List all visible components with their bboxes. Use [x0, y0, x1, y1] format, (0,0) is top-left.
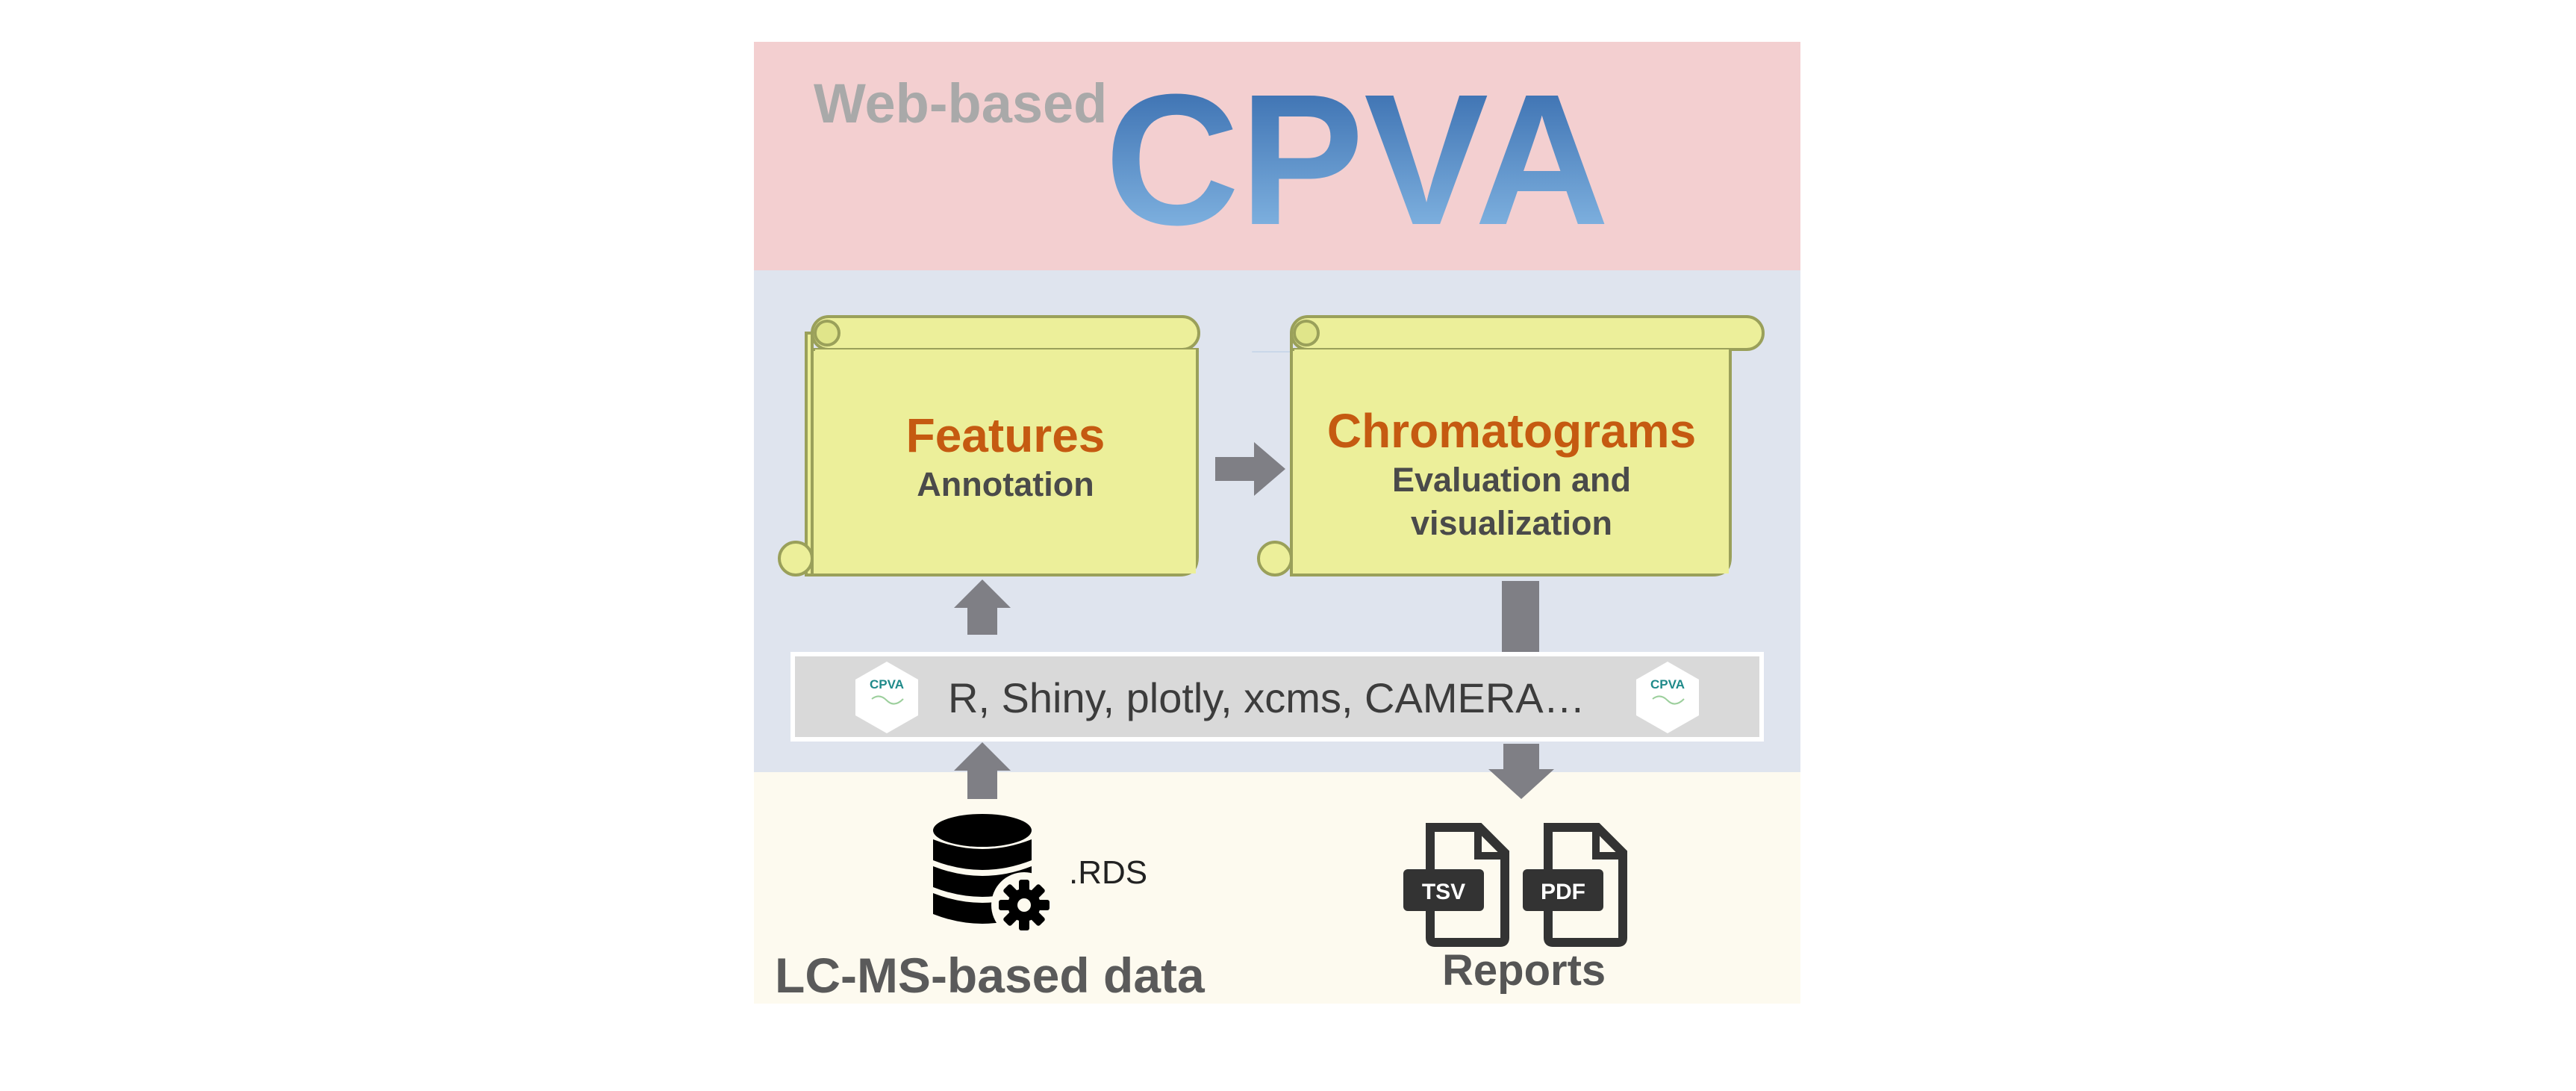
features-subtitle: Annotation — [917, 465, 1094, 503]
chromatograms-module: Chromatograms Evaluation and visualizati… — [1294, 403, 1729, 545]
arrow-up-data — [954, 742, 1011, 799]
tsv-file-icon: TSV — [1403, 823, 1509, 947]
arrow-up-features — [954, 579, 1011, 635]
header-band — [754, 42, 1800, 270]
framework-bar — [790, 652, 1764, 742]
features-module: Features Annotation — [815, 408, 1196, 506]
input-format: .RDS — [1069, 854, 1148, 891]
pdf-file-icon: PDF — [1523, 823, 1627, 947]
arrow-down-chromatograms — [1502, 581, 1539, 653]
arrow-right — [1215, 442, 1285, 496]
svg-text:TSV: TSV — [1422, 880, 1465, 904]
input-label: LC-MS-based data — [775, 948, 1205, 1003]
framework-libraries: R, Shiny, plotly, xcms, CAMERA… — [948, 674, 1585, 721]
chromatograms-scroll — [1257, 315, 1765, 576]
app-title: CPVA — [1105, 55, 1609, 264]
chromatograms-title: Chromatograms — [1326, 404, 1697, 458]
arrow-down-reports — [1488, 744, 1554, 799]
cpva-badge-right: CPVA — [1636, 662, 1699, 733]
title-prefix: Web-based — [814, 72, 1108, 134]
svg-text:PDF: PDF — [1541, 880, 1585, 904]
database-gear-icon — [933, 814, 1057, 938]
svg-text:CPVA: CPVA — [1650, 677, 1685, 691]
features-scroll — [778, 315, 1200, 576]
features-title: Features — [905, 408, 1105, 462]
chromatograms-subtitle-line2: visualization — [1410, 504, 1613, 542]
cpva-badge-left: CPVA — [855, 662, 918, 733]
svg-text:CPVA: CPVA — [870, 677, 904, 691]
chromatograms-subtitle-line1: Evaluation and — [1391, 461, 1632, 499]
output-label: Reports — [1442, 946, 1606, 995]
